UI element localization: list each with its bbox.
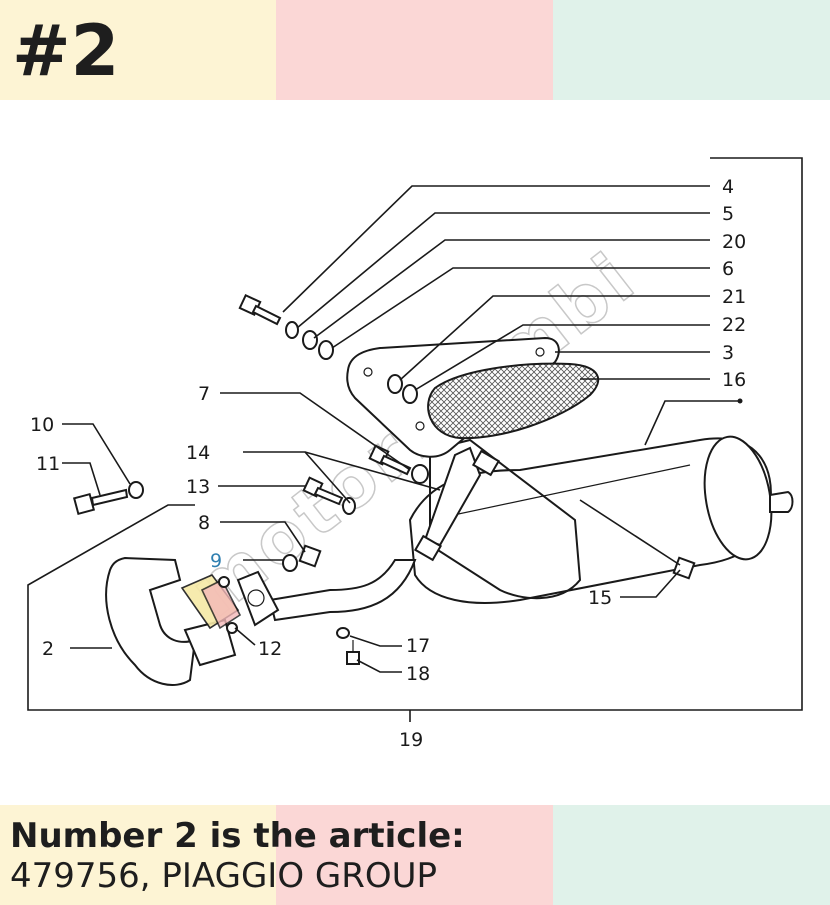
callout-3: 3 [722,342,734,364]
callout-8: 8 [198,512,210,534]
callout-7: 7 [198,383,210,405]
callout-17: 17 [406,635,430,657]
band-yellow [0,0,276,100]
band-pink-bottom [276,805,553,905]
mesh-guard [427,362,600,440]
callout-19: 19 [399,729,423,751]
callout-22: 22 [722,314,746,336]
callout-4: 4 [722,176,734,198]
callout-10: 10 [30,414,54,436]
callout-20: 20 [722,231,746,253]
callout-14: 14 [186,442,210,464]
item-number-badge: #2 [12,10,120,92]
callout-13: 13 [186,476,210,498]
band-green [553,0,830,100]
top-color-band [0,0,830,100]
article-caption-title: Number 2 is the article: [10,816,465,856]
callout-16: 16 [722,369,746,391]
callout-12: 12 [258,638,282,660]
bottom-color-band [0,805,830,905]
callout-15: 15 [588,587,612,609]
callout-2: 2 [42,638,54,660]
callout-9: 9 [210,550,222,572]
band-pink [276,0,553,100]
band-green-bottom [553,805,830,905]
flange-highlighted [180,570,280,630]
leader-dot-16 [737,398,743,404]
assembly-frame [27,157,803,722]
article-caption-text: 479756, PIAGGIO GROUP [10,856,438,896]
callout-labels: 4 5 20 6 21 22 3 16 7 14 13 8 9 10 11 2 … [30,176,746,751]
leader-lines [62,185,740,673]
exploded-parts-diagram: motoricambi [27,157,803,751]
mounting-bracket [413,446,501,562]
callout-21: 21 [722,286,746,308]
callout-11: 11 [36,453,60,475]
band-yellow-bottom [0,805,276,905]
callout-18: 18 [406,663,430,685]
callout-6: 6 [722,258,734,280]
callout-5: 5 [722,203,734,225]
